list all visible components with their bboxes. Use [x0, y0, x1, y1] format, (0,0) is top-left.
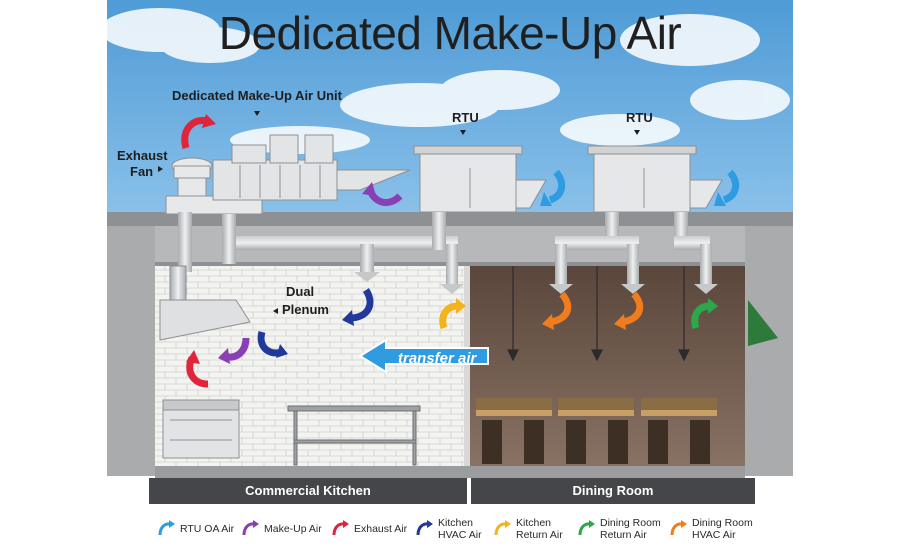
prep-table: [287, 405, 421, 466]
dining-hvac-arrow-2: [621, 291, 644, 326]
pointer-dual-plenum: [273, 308, 278, 314]
legend-label: Dining Room: [692, 517, 753, 529]
ductwork: [178, 212, 718, 294]
dining-tables: [476, 398, 717, 416]
floor: [155, 466, 745, 478]
rtu-1: [413, 145, 547, 213]
rtu-2-label: RTU: [626, 110, 653, 125]
legend-label-2: Return Air: [600, 529, 647, 541]
room-label-dining: Dining Room: [471, 478, 755, 504]
rtu-1-label: RTU: [452, 110, 479, 125]
legend-item-make-up: Make-Up Air: [240, 514, 322, 544]
page-title: Dedicated Make-Up Air: [218, 7, 682, 59]
transfer-air-label: transfer air: [398, 350, 477, 367]
kitchen-hood: [159, 265, 251, 341]
legend-item-exhaust: Exhaust Air: [330, 514, 407, 544]
pendant-lamps: [507, 266, 690, 362]
pointer-exhaust-fan: [158, 166, 163, 172]
legend-label: Exhaust Air: [354, 523, 408, 535]
dining-return-arrow: [691, 302, 711, 330]
legend-label-2: HVAC Air: [692, 529, 736, 541]
curved-arrow-icon: [242, 520, 259, 536]
legend-label: Dining Room: [600, 517, 661, 529]
curved-arrow-icon: [670, 520, 687, 536]
dining-hvac-arrow-1: [549, 291, 572, 326]
curved-arrow-icon: [578, 520, 595, 536]
exterior-sign: [748, 300, 778, 346]
exhaust-fan-label-line1: Exhaust: [117, 148, 168, 163]
pointer-rtu-2: [634, 130, 640, 135]
legend-label-2: Return Air: [516, 529, 563, 541]
pointer-mua: [254, 111, 260, 116]
pointer-rtu-1: [460, 130, 466, 135]
kitchen-range: [162, 399, 240, 459]
room-label-kitchen: Commercial Kitchen: [149, 478, 467, 504]
rtu-2: [587, 145, 723, 213]
curved-arrow-icon: [332, 520, 349, 536]
roof-slab: [107, 212, 793, 226]
rtu-oa-arrow-2: [722, 169, 740, 204]
legend-label: RTU OA Air: [180, 523, 235, 535]
dual-plenum-label-line1: Dual: [286, 284, 315, 299]
curved-arrow-icon: [158, 520, 175, 536]
rtu-oa-arrow-1: [548, 169, 566, 204]
building-wall-left: [107, 226, 155, 476]
exhaust-fan: [165, 157, 263, 215]
legend-label-2: HVAC Air: [438, 529, 482, 541]
legend-label: Kitchen: [438, 517, 474, 529]
partition: [464, 266, 470, 476]
dining-chairs: [482, 420, 710, 464]
legend-label: Make-Up Air: [264, 523, 322, 535]
curved-arrow-icon: [494, 520, 511, 536]
mua-unit: [212, 134, 411, 201]
exhaust-fan-label-line2: Fan: [130, 164, 154, 179]
curved-arrow-icon: [416, 520, 433, 536]
legend-label: Kitchen: [516, 517, 552, 529]
kitchen-hvac-arrow-1: [349, 288, 374, 322]
dual-plenum-label-line2: Plenum: [282, 302, 329, 317]
mua-unit-label: Dedicated Make-Up Air Unit: [172, 88, 342, 103]
building-wall-right: [745, 226, 793, 476]
kitchen-return-arrow: [439, 302, 459, 330]
clouds: [100, 8, 790, 154]
transfer-air-arrow: [358, 338, 489, 374]
legend: RTU OA Air Make-Up Air Exhaust Air Kitch…: [0, 514, 900, 550]
legend-item-rtu-oa: RTU OA Air: [156, 514, 234, 544]
